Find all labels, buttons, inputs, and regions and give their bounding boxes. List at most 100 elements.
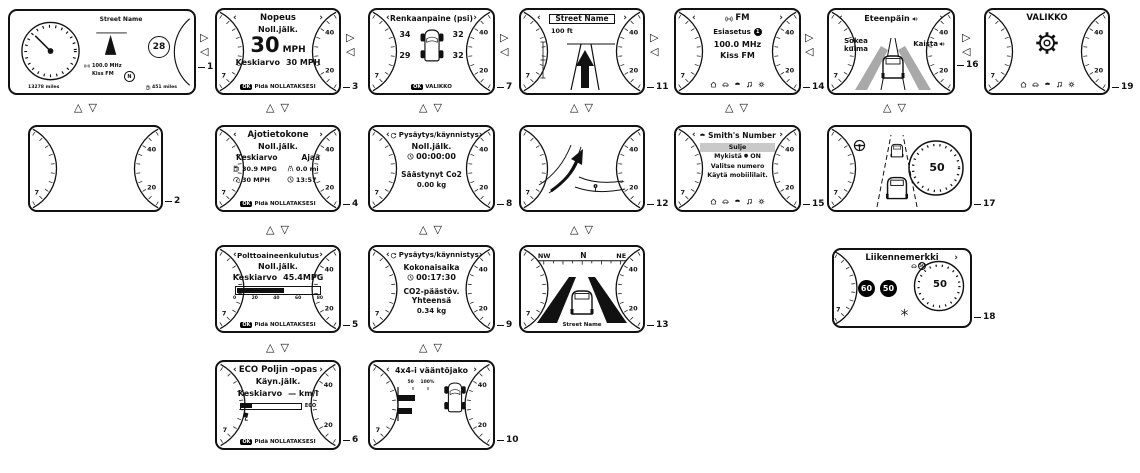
- eco-pedal-icon: [241, 411, 251, 421]
- callout-number: 4: [352, 199, 359, 209]
- car-icon: [722, 198, 729, 205]
- svg-text:7: 7: [681, 72, 686, 80]
- economy-bar-fill: [237, 287, 284, 293]
- triangle-up-icon: △: [419, 223, 428, 236]
- timer-value: 00:00:00: [416, 151, 456, 161]
- car-top-view-graphic: [443, 382, 466, 413]
- svg-text:40: 40: [325, 266, 335, 274]
- average-value: — km/l: [288, 388, 319, 398]
- chevron-right-icon: ›: [954, 253, 958, 263]
- ok-button-badge: OK: [240, 322, 253, 328]
- stop-start-icon: [390, 132, 397, 139]
- callout-4: 4: [343, 199, 358, 209]
- tire-front-left-psi: 34: [399, 29, 411, 39]
- callout-number: 3: [352, 82, 359, 92]
- nav-arrows-vertical: △▽: [570, 102, 593, 113]
- blind-spot-word-1: Sokea: [844, 37, 868, 45]
- nav-arrows-horizontal: ▷◁: [346, 32, 354, 57]
- lane-word: Kaista: [913, 40, 938, 48]
- triangle-down-icon: ▽: [280, 101, 289, 114]
- nav-arrows-horizontal: ▷◁: [962, 32, 970, 57]
- reset-footer: OK Pidä NOLLATAKSESI: [217, 84, 339, 90]
- callout-2: 2: [165, 196, 180, 206]
- fuel-economy-content: ‹ Polttoaineenkulutus › Noll.jälk. Keski…: [232, 249, 324, 329]
- reset-subtitle: Noll.jälk.: [258, 261, 298, 271]
- nav-arrows-vertical: △▽: [419, 342, 442, 353]
- svg-text:40: 40: [785, 28, 795, 36]
- svg-text:20: 20: [629, 305, 639, 313]
- screen-title: Nopeus: [260, 13, 296, 24]
- reset-subtitle: Noll.jälk.: [258, 24, 298, 34]
- compass-content: NW N NE: [535, 249, 629, 329]
- stop-start-total-content: ‹ Pysäytys/käynnistys › Kokonaisaika 00:…: [386, 249, 482, 329]
- callout-number: 11: [656, 82, 669, 92]
- speed-unit: MPH: [282, 44, 306, 55]
- stop-start-icon: [390, 252, 397, 259]
- chevron-right-icon: ›: [319, 13, 323, 23]
- cluster-speed-value: 28: [148, 36, 170, 58]
- reset-footer: OK Pidä NOLLATAKSESI: [217, 201, 339, 207]
- navigation-content: ‹ Street Name › 100 ft: [537, 12, 627, 91]
- screen-title: Liikennemerkki: [865, 253, 939, 264]
- triangle-up-icon: △: [725, 101, 734, 114]
- footer-label: Pidä NOLLATAKSESI: [254, 439, 316, 445]
- svg-text:7: 7: [222, 189, 227, 197]
- nav-arrows-horizontal: ▷◁: [200, 32, 208, 57]
- ok-button-badge: OK: [411, 84, 424, 90]
- callout-7: 7: [497, 82, 512, 92]
- callout-number: 7: [506, 82, 513, 92]
- nav-arrows-horizontal: ▷◁: [650, 32, 658, 57]
- phone-icon: [734, 81, 741, 88]
- compass-nw: NW: [537, 252, 551, 260]
- svg-text:7: 7: [836, 306, 841, 314]
- callout-6: 6: [343, 435, 358, 445]
- svg-text:40: 40: [478, 381, 488, 389]
- stop-start-timer: 00:00:00: [407, 152, 456, 161]
- cluster-radio-station: Kiss FM: [92, 71, 114, 77]
- triangle-right-icon: ▷: [962, 31, 971, 44]
- mute-label: Mykistä: [714, 153, 742, 161]
- economy-bar-scale: 0 20 40 60 80: [233, 296, 323, 301]
- snowflake-icon: [900, 308, 909, 317]
- callout-number: 1: [207, 62, 214, 72]
- co2-saved-label: Säästynyt Co2: [401, 169, 462, 179]
- trip-distance: 0.0 mi: [295, 164, 319, 173]
- svg-text:7: 7: [991, 72, 996, 80]
- average-label: Keskiarvo: [232, 272, 278, 282]
- screen-title: 4x4-i vääntöjako: [394, 365, 468, 375]
- svg-text:7: 7: [375, 309, 380, 317]
- gauge-speed-value: 50: [933, 279, 947, 290]
- screen-assist-cluster: 7 50: [827, 125, 972, 212]
- menu-item-mobile: Käytä mobiililait.: [707, 172, 768, 180]
- svg-text:20: 20: [324, 421, 334, 429]
- chevron-right-icon: ›: [623, 13, 627, 24]
- fuel-pump-icon: [233, 165, 240, 172]
- menu-item-dial: Valitse numero: [710, 162, 765, 170]
- triangle-down-icon: ▽: [280, 223, 289, 236]
- footer-label: Pidä NOLLATAKSESI: [254, 322, 316, 328]
- column-average: Keskiarvo: [235, 152, 278, 162]
- scale-tick: 60: [294, 295, 302, 301]
- chevron-right-icon: ›: [779, 13, 783, 23]
- svg-text:7: 7: [526, 189, 531, 197]
- speed-gauge-graphic: [908, 140, 964, 196]
- callout-8: 8: [497, 199, 512, 209]
- triangle-down-icon: ▽: [433, 223, 442, 236]
- traffic-sign-content: ‹ Liikennemerkki ›: [846, 252, 958, 324]
- preset-row: Esiasetus 1: [713, 27, 762, 36]
- svg-text:40: 40: [1094, 28, 1104, 36]
- cluster-street-name: Street Name: [99, 16, 143, 23]
- callout-5: 5: [343, 320, 358, 330]
- svg-text:7: 7: [35, 189, 40, 197]
- callout-10: 10: [497, 435, 519, 445]
- menu-title: VALIKKO: [1026, 13, 1068, 23]
- mute-value: ON: [750, 153, 761, 161]
- svg-text:7: 7: [834, 72, 839, 80]
- trip-time: 13:57: [295, 175, 317, 184]
- callout-17: 17: [974, 199, 996, 209]
